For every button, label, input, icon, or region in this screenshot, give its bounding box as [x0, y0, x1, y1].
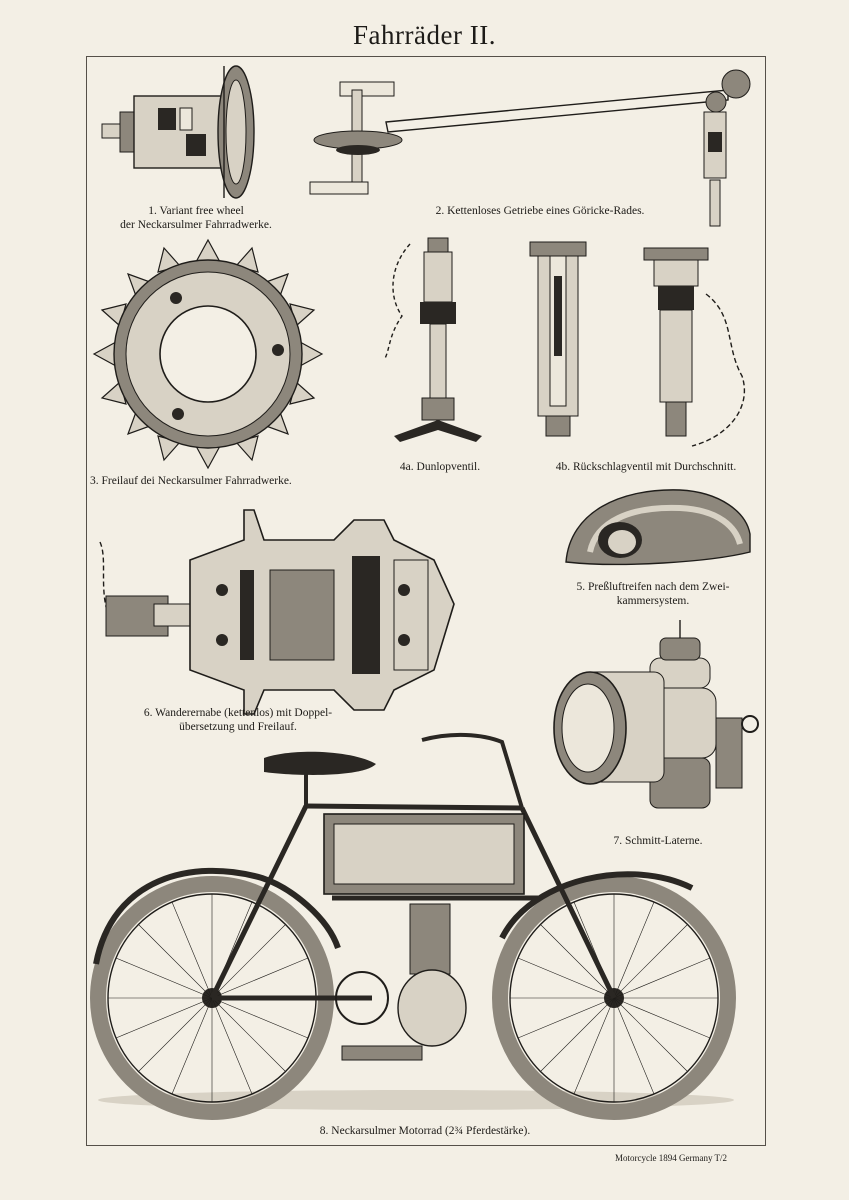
plate-footer: Motorcycle 1894 Germany T/2	[615, 1153, 728, 1163]
figure-1-caption: 1. Variant free wheel der Neckarsulmer F…	[120, 205, 272, 231]
figure-7-caption: 7. Schmitt-Laterne.	[613, 835, 703, 847]
figure-6-caption: 6. Wanderernabe (kettenlos) mit Doppel- …	[143, 707, 333, 733]
figure-2-chainless-gear-drawing	[309, 69, 751, 227]
figure-4b-check-valve-drawing	[529, 241, 746, 447]
figure-8-motorcycle-drawing	[90, 732, 736, 1120]
figure-2-caption: 2. Kettenloses Getriebe eines Göricke-Ra…	[435, 205, 645, 217]
figure-3-sprocket-drawing	[92, 238, 324, 470]
plate-title: Fahrräder II.	[353, 20, 496, 50]
figure-8-caption: 8. Neckarsulmer Motorrad (2¾ Pferdestärk…	[319, 1125, 531, 1137]
figure-4b-caption: 4b. Rückschlagventil mit Durchschnitt.	[555, 461, 737, 473]
plate-border	[86, 56, 766, 1146]
figure-5-tyre-drawing	[565, 489, 751, 566]
figure-7-lantern-drawing	[553, 620, 759, 809]
figure-5-caption: 5. Preßluftreifen nach dem Zwei- kammers…	[576, 581, 730, 607]
figure-6-wanderer-hub-drawing	[99, 509, 455, 715]
figure-4a-caption: 4a. Dunlopventil.	[399, 461, 481, 473]
figure-1-freewheel-drawing	[101, 65, 255, 199]
figure-3-caption: 3. Freilauf dei Neckarsulmer Fahrradwerk…	[90, 475, 292, 487]
figure-4a-dunlop-valve-drawing	[383, 237, 482, 442]
